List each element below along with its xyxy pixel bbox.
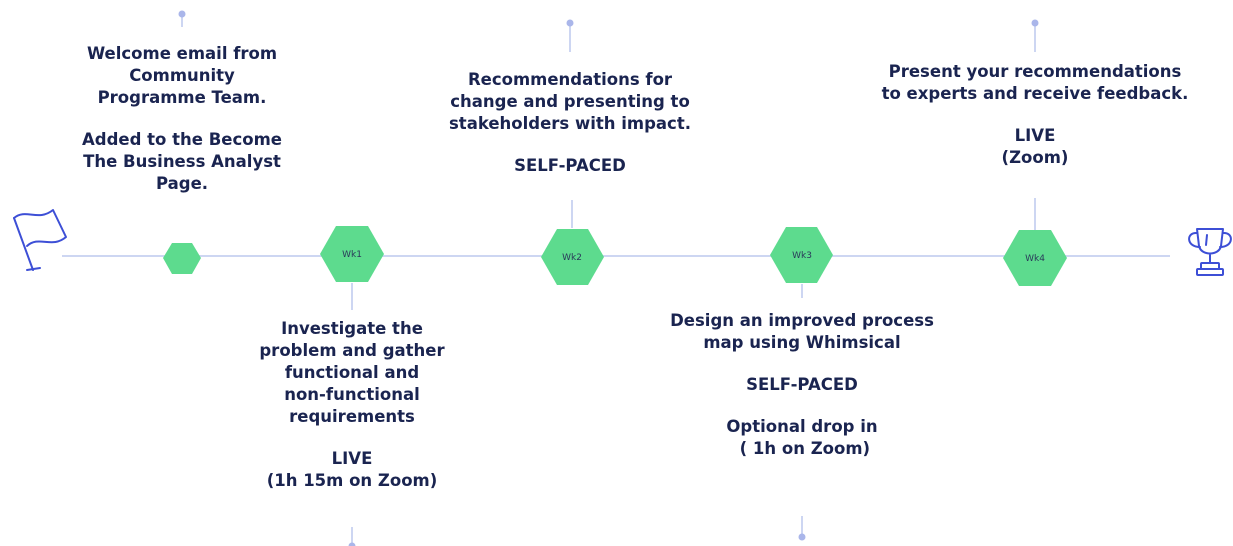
description-line: SELF-PACED [746, 375, 858, 394]
description-line: problem and gather [259, 341, 445, 360]
milestone-hexagon [163, 243, 201, 274]
description-line: Recommendations for [467, 70, 673, 89]
milestone-description: Welcome email from Community Programme T… [52, 43, 312, 195]
description-line: map using Whimsical [703, 333, 901, 352]
description-line: requirements [289, 407, 415, 426]
description-line: Community [129, 66, 235, 85]
description-line: The Business Analyst [83, 152, 281, 171]
description-line: Optional drop in [726, 417, 878, 436]
description-line: Page. [155, 174, 209, 193]
milestone-dot [348, 542, 356, 546]
milestone-hexagon [770, 227, 833, 283]
milestone-dot [1031, 19, 1039, 27]
description-line: Present your recommendations [888, 62, 1182, 81]
description-line: (1h 15m on Zoom) [266, 471, 438, 490]
description-line: LIVE [1014, 126, 1056, 145]
milestone-hexagon [1003, 230, 1067, 286]
description-line: non-functional [284, 385, 420, 404]
milestone-label: Wk3 [792, 251, 812, 261]
description-line: SELF-PACED [514, 156, 626, 175]
milestone-dot [798, 533, 806, 541]
milestone-hexagon [320, 226, 384, 282]
description-line: Welcome email from [86, 44, 278, 63]
milestone-dot [178, 10, 186, 18]
description-line: (Zoom) [1001, 148, 1069, 167]
flag-icon [13, 209, 67, 271]
milestone-dot [566, 19, 574, 27]
milestone-label: Wk2 [562, 253, 582, 263]
description-line: Investigate the [281, 319, 423, 338]
description-line: Design an improved process [670, 311, 934, 330]
trophy-icon [1188, 228, 1232, 276]
description-line: Added to the Become [82, 130, 282, 149]
milestone-label: Wk4 [1025, 254, 1045, 264]
milestone-description: Design an improved process map using Whi… [632, 310, 972, 460]
description-line: ( 1h on Zoom) [733, 439, 871, 458]
milestone-description: Recommendations for change and presentin… [410, 69, 730, 177]
description-line: to experts and receive feedback. [881, 84, 1189, 103]
description-line: stakeholders with impact. [448, 114, 691, 133]
description-line: change and presenting to [450, 92, 690, 111]
milestone-description: Present your recommendations to experts … [845, 61, 1225, 169]
milestone-hexagon [541, 229, 604, 285]
description-line: functional and [284, 363, 420, 382]
milestone-description: Investigate the problem and gather funct… [212, 318, 492, 492]
milestone-label: Wk1 [342, 250, 362, 260]
description-line: Programme Team. [97, 88, 267, 107]
description-line: LIVE [331, 449, 373, 468]
